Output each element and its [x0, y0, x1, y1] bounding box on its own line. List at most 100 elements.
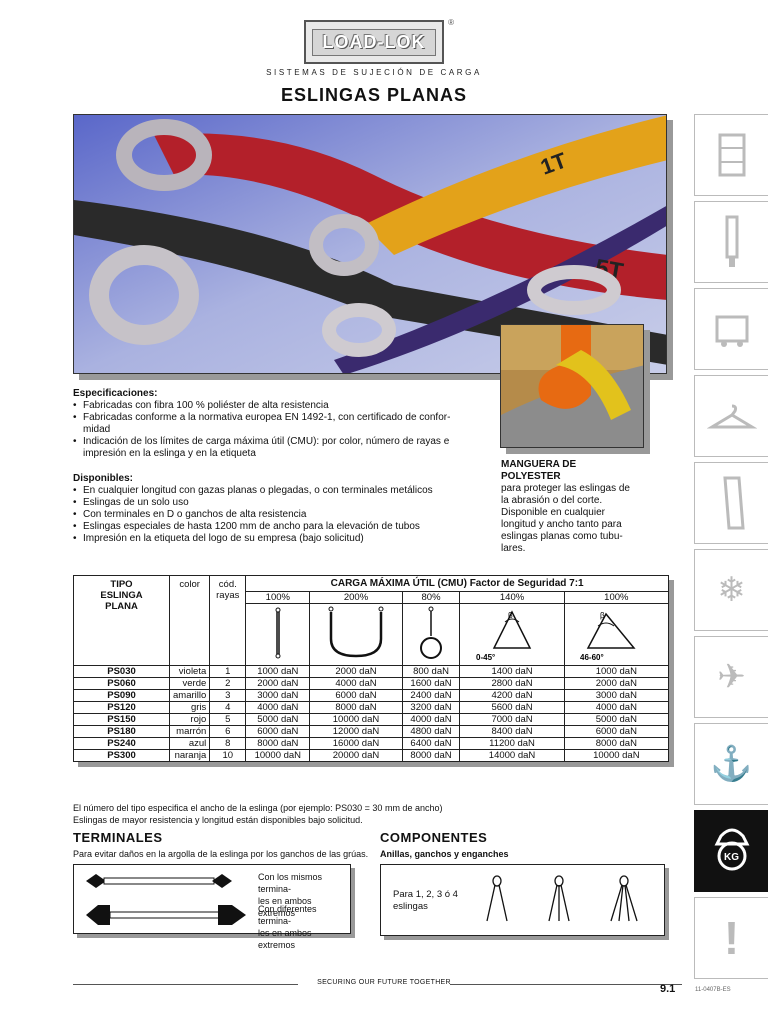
- cell-type: PS120: [73, 701, 170, 714]
- cell-load: 8000 daN: [401, 749, 461, 762]
- note-line: Eslingas de mayor resistencia y longitud…: [73, 815, 363, 825]
- cell-load: 4000 daN: [309, 677, 403, 690]
- page-title: ESLINGAS PLANAS: [280, 85, 468, 105]
- terminales-title: TERMINALES: [73, 830, 163, 845]
- spec-item: Indicación de los límites de carga máxim…: [73, 436, 483, 448]
- bar-icon[interactable]: [694, 201, 768, 283]
- table-header-stripes: cód.rayas: [209, 575, 247, 666]
- specifications: Especificaciones: Fabricadas con fibra 1…: [73, 388, 483, 460]
- page-number: 9.1: [660, 983, 676, 995]
- terminales-box: Con los mismos termina-les en ambos extr…: [73, 864, 351, 950]
- cell-load: 1400 daN: [459, 665, 565, 678]
- available-item: Con terminales en D o ganchos de alta re…: [73, 509, 483, 521]
- cell-stripes: 1: [209, 665, 247, 678]
- hose-heading-1: MANGUERA DE: [501, 459, 577, 470]
- vertical-lift-diagram: [245, 603, 311, 666]
- table-notes: El número del tipo especifica el ancho d…: [73, 802, 442, 826]
- cell-load: 1000 daN: [563, 665, 670, 678]
- cell-load: 6000 daN: [309, 689, 403, 702]
- hose-line: Disponible en cualquier: [501, 507, 605, 518]
- cell-load: 11200 daN: [459, 737, 565, 750]
- cell-type: PS060: [73, 677, 170, 690]
- truck-icon[interactable]: [694, 288, 768, 370]
- cell-type: PS180: [73, 725, 170, 738]
- componentes-title: COMPONENTES: [380, 830, 488, 845]
- cell-load: 2000 daN: [309, 665, 403, 678]
- hose-heading-2: POLYESTER: [501, 471, 561, 482]
- cell-load: 2000 daN: [563, 677, 670, 690]
- cell-load: 4000 daN: [401, 713, 461, 726]
- cell-load: 3200 daN: [401, 701, 461, 714]
- cell-load: 4000 daN: [245, 701, 311, 714]
- cell-type: PS300: [73, 749, 170, 762]
- hose-line: lares.: [501, 543, 526, 554]
- document-code: 11-0407B-ES: [695, 987, 731, 993]
- snowflake-icon[interactable]: ❄: [694, 549, 768, 631]
- cell-load: 10000 daN: [245, 749, 311, 762]
- available-item: Eslingas especiales de hasta 1200 mm de …: [73, 521, 483, 533]
- pct-header: 80%: [401, 591, 461, 604]
- available-item: Eslingas de un solo uso: [73, 497, 483, 509]
- table-header-color: color: [168, 575, 211, 666]
- cell-stripes: 6: [209, 725, 247, 738]
- spec-item: Fabricadas conforme a la normativa europ…: [73, 412, 483, 424]
- cell-load: 5000 daN: [563, 713, 670, 726]
- table-header-cmu: CARGA MÁXIMA ÚTIL (CMU) Factor de Seguri…: [245, 575, 669, 592]
- strap-icon[interactable]: [694, 114, 768, 196]
- svg-text:0-45°: 0-45°: [476, 653, 495, 662]
- cell-load: 2000 daN: [245, 677, 311, 690]
- cell-load: 16000 daN: [309, 737, 403, 750]
- cell-load: 3000 daN: [563, 689, 670, 702]
- spec-item-continued: impresión en la eslinga y en la etiqueta: [83, 448, 256, 459]
- cell-load: 8000 daN: [309, 701, 403, 714]
- pct-header: 140%: [459, 591, 565, 604]
- cell-load: 800 daN: [401, 665, 461, 678]
- cell-load: 2800 daN: [459, 677, 565, 690]
- terminal-different-label: Con diferentes termina-les en ambos extr…: [258, 904, 317, 950]
- cell-load: 10000 daN: [309, 713, 403, 726]
- category-sidebar: ❄ ✈ ⚓ KG !: [694, 114, 768, 984]
- hose-line: para proteger las eslingas de: [501, 483, 630, 494]
- pct-header: 200%: [309, 591, 403, 604]
- cell-load: 2400 daN: [401, 689, 461, 702]
- hanger-icon[interactable]: [694, 375, 768, 457]
- footer-slogan: SECURING OUR FUTURE TOGETHER: [317, 979, 451, 986]
- cell-color: naranja: [168, 749, 211, 762]
- cell-load: 4200 daN: [459, 689, 565, 702]
- anchor-icon[interactable]: ⚓: [694, 723, 768, 805]
- cell-color: amarillo: [168, 689, 211, 702]
- airplane-icon[interactable]: ✈: [694, 636, 768, 718]
- logo-text: LOAD-LOK: [311, 28, 437, 56]
- cell-type: PS090: [73, 689, 170, 702]
- pct-header: 100%: [245, 591, 311, 604]
- sling-icon[interactable]: [694, 462, 768, 544]
- cell-load: 6000 daN: [563, 725, 670, 738]
- tagline: SISTEMAS DE SUJECIÓN DE CARGA: [266, 68, 482, 77]
- cell-load: 5000 daN: [245, 713, 311, 726]
- cell-stripes: 3: [209, 689, 247, 702]
- cell-color: rojo: [168, 713, 211, 726]
- kg-weight-icon[interactable]: KG: [694, 810, 768, 892]
- cell-stripes: 4: [209, 701, 247, 714]
- basket-lift-diagram: [309, 603, 403, 666]
- cell-load: 5600 daN: [459, 701, 565, 714]
- componentes-subtitle: Anillas, ganchos y enganches: [380, 849, 509, 859]
- hose-description: MANGUERA DE POLYESTER para proteger las …: [501, 459, 651, 555]
- cell-load: 10000 daN: [563, 749, 670, 762]
- cell-load: 8000 daN: [245, 737, 311, 750]
- cell-load: 6000 daN: [245, 725, 311, 738]
- warning-icon[interactable]: !: [694, 897, 768, 979]
- cell-color: marrón: [168, 725, 211, 738]
